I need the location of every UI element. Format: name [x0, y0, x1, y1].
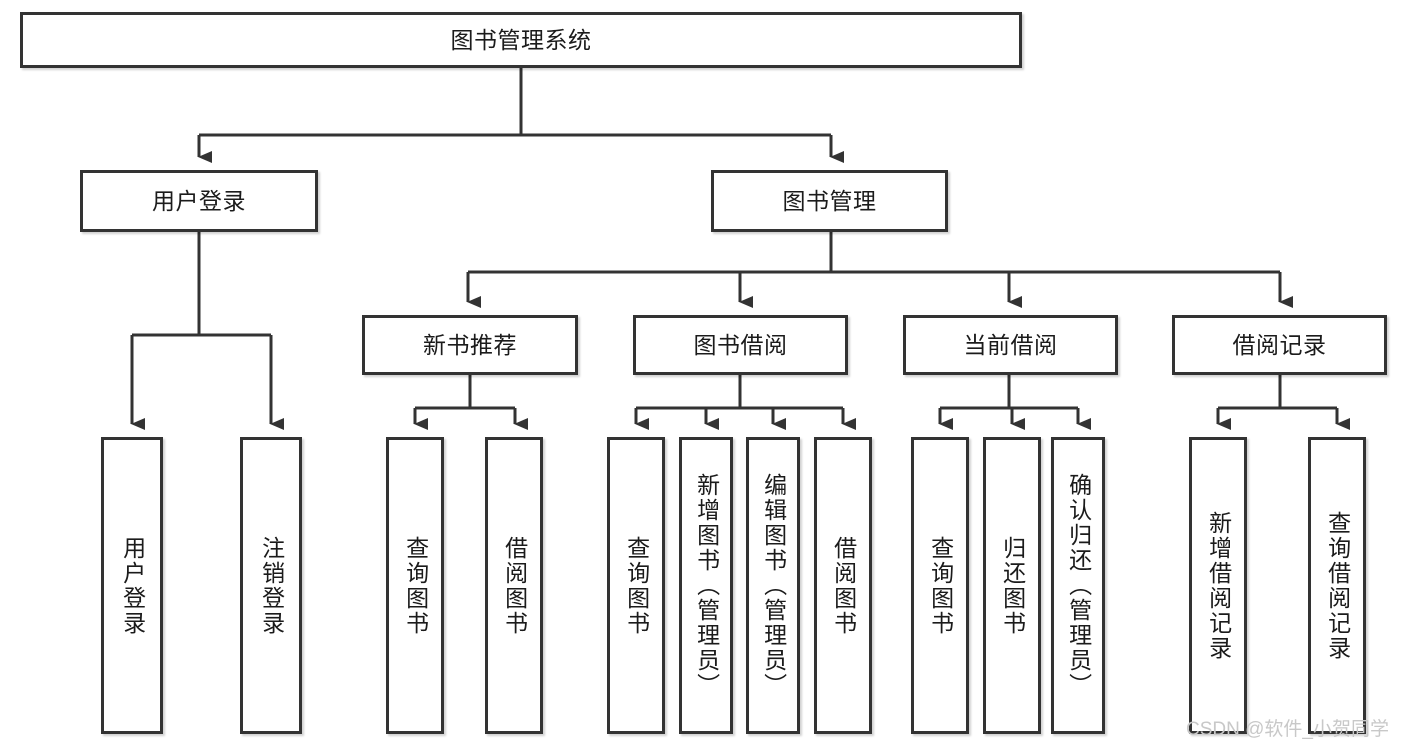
leaf-query-book-2-label: 查询图书 [623, 535, 650, 636]
node-book-borrow-label: 图书借阅 [693, 331, 788, 358]
leaf-user-login[interactable]: 用户登录 [101, 437, 163, 734]
leaf-query-book-3-label: 查询图书 [927, 535, 954, 636]
leaf-borrow-book-1[interactable]: 借阅图书 [485, 437, 543, 734]
leaf-add-record-label: 新增借阅记录 [1205, 510, 1232, 661]
leaf-confirm-return[interactable]: 确认归还（管理员） [1051, 437, 1105, 734]
leaf-query-book-3[interactable]: 查询图书 [911, 437, 969, 734]
leaf-query-book-2[interactable]: 查询图书 [607, 437, 665, 734]
node-new-book-rec[interactable]: 新书推荐 [362, 315, 578, 375]
node-borrow-record-label: 借阅记录 [1232, 331, 1327, 358]
leaf-user-login-label: 用户登录 [119, 535, 146, 636]
leaf-add-book[interactable]: 新增图书（管理员） [679, 437, 733, 734]
leaf-add-record[interactable]: 新增借阅记录 [1189, 437, 1247, 734]
node-user-login[interactable]: 用户登录 [80, 170, 318, 232]
node-new-book-rec-label: 新书推荐 [423, 331, 517, 358]
leaf-edit-book[interactable]: 编辑图书（管理员） [746, 437, 800, 734]
node-current-borrow[interactable]: 当前借阅 [903, 315, 1118, 375]
leaf-edit-book-label: 编辑图书（管理员） [760, 473, 787, 698]
leaf-query-book-1-label: 查询图书 [402, 535, 429, 636]
node-root-label: 图书管理系统 [450, 26, 592, 53]
watermark-text: CSDN @软件_小贺同学 [1186, 719, 1389, 740]
node-book-borrow[interactable]: 图书借阅 [633, 315, 848, 375]
leaf-user-logout-label: 注销登录 [258, 535, 285, 636]
leaf-return-book[interactable]: 归还图书 [983, 437, 1041, 734]
node-book-manage-label: 图书管理 [782, 187, 877, 214]
leaf-confirm-return-label: 确认归还（管理员） [1065, 473, 1092, 698]
node-root[interactable]: 图书管理系统 [20, 12, 1022, 68]
leaf-borrow-book-2-label: 借阅图书 [830, 535, 857, 636]
leaf-user-logout[interactable]: 注销登录 [240, 437, 302, 734]
node-current-borrow-label: 当前借阅 [963, 331, 1058, 358]
leaf-borrow-book-1-label: 借阅图书 [501, 535, 528, 636]
node-borrow-record[interactable]: 借阅记录 [1172, 315, 1387, 375]
leaf-query-record-label: 查询借阅记录 [1324, 510, 1351, 661]
leaf-add-book-label: 新增图书（管理员） [693, 473, 720, 698]
leaf-query-record[interactable]: 查询借阅记录 [1308, 437, 1366, 734]
node-book-manage[interactable]: 图书管理 [711, 170, 948, 232]
leaf-return-book-label: 归还图书 [999, 535, 1026, 636]
leaf-query-book-1[interactable]: 查询图书 [386, 437, 444, 734]
node-user-login-label: 用户登录 [152, 187, 246, 214]
leaf-borrow-book-2[interactable]: 借阅图书 [814, 437, 872, 734]
